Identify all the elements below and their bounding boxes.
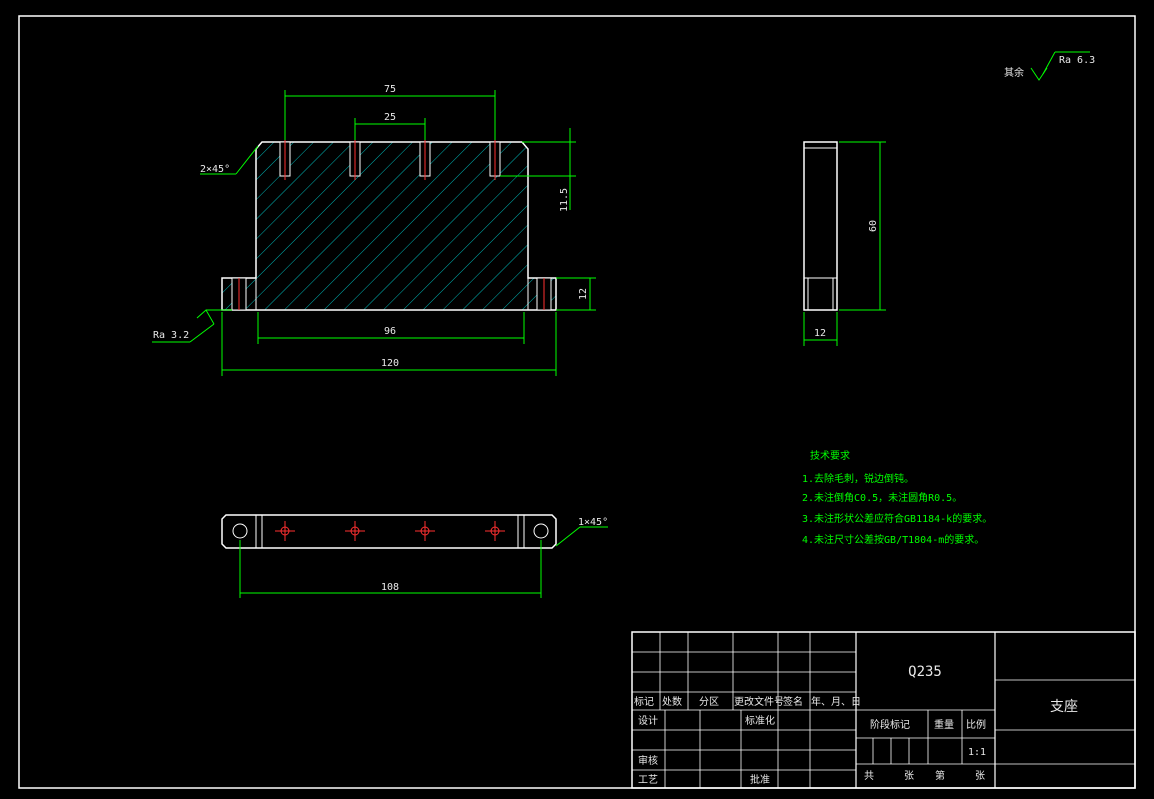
role-review: 审核 [638,754,658,767]
title-block-text: 标记 处数 分区 更改文件号 签名 年、月、日 设计 标准化 审核 工艺 批准 … [634,664,1078,786]
top-view: 108 1×45° [221,514,608,598]
rev-header-zone: 分区 [699,696,719,708]
weight-label: 重量 [934,718,954,731]
front-view: 75 25 2×45° 11.5 12 [152,84,596,376]
bottom-roughness-symbol [152,309,232,343]
sheet-unit-1: 张 [904,770,914,782]
tech-req-item: 2.未注倒角C0.5，未注圆角R0.5。 [802,491,962,504]
role-approve: 批准 [750,773,770,786]
rev-header-count: 处数 [662,695,682,708]
dim-hole-pitch-label: 25 [384,112,396,123]
dim-side-height [839,141,886,311]
top-hole-1 [279,138,291,180]
left-flange-hole [231,277,247,311]
dim-body-width-label: 96 [384,326,396,337]
dim-hole-depth [500,128,576,210]
roughness-value: Ra 6.3 [1059,55,1095,66]
technical-requirements: 技术要求 1.去除毛刺，锐边倒钝。 2.未注倒角C0.5，未注圆角R0.5。 3… [802,449,992,546]
stage-label: 阶段标记 [870,718,910,731]
top-chamfer-label: 1×45° [578,517,608,528]
tech-req-item: 3.未注形状公差应符合GB1184-k的要求。 [802,512,992,525]
dim-hole-span-label: 75 [384,84,396,95]
dim-overall-width [221,312,557,376]
dim-overall-width-label: 120 [381,358,399,369]
sheet-page: 第 [935,769,945,782]
front-body-hatch [222,142,556,310]
dim-side-height-label: 60 [868,220,879,232]
role-standardize: 标准化 [745,714,775,727]
top-hole-4 [489,138,501,180]
title-block [631,631,1136,789]
tech-req-item: 4.未注尺寸公差按GB/T1804-m的要求。 [802,533,984,546]
dim-hole-center-span [239,540,542,598]
role-design: 设计 [638,714,658,727]
sheet-unit-2: 张 [975,770,985,782]
right-flange-hole [536,277,552,311]
dim-side-thickness-label: 12 [814,328,826,339]
chamfer-label: 2×45° [200,164,230,175]
drawing-border [18,15,1136,789]
rev-header-mark: 标记 [634,696,654,708]
dim-hole-center-span-label: 108 [381,582,399,593]
part-name: 支座 [1050,699,1078,715]
chamfer-leader [200,145,259,175]
material: Q235 [908,664,942,680]
rev-header-doc: 更改文件号 [734,695,784,708]
top-chamfer-leader [555,526,608,547]
top-threaded-holes [275,521,505,541]
general-roughness-symbol: 其余 Ra 6.3 [1004,51,1095,81]
dim-flange-height [556,277,596,311]
top-hole-2 [349,138,361,180]
dim-hole-depth-label: 11.5 [559,188,570,212]
dim-hole-pitch [354,118,426,140]
dim-side-thickness [803,312,838,346]
tech-req-title: 技术要求 [810,449,850,462]
scale-label: 比例 [966,718,986,731]
bottom-roughness-value: Ra 3.2 [153,330,189,341]
role-process: 工艺 [638,774,658,786]
top-hole-3 [419,138,431,180]
top-right-mount-hole [533,523,549,539]
rev-header-sign: 签名 [783,695,803,708]
dim-body-width [257,312,525,344]
top-left-mount-hole [232,523,248,539]
sheet-total: 共 [864,770,874,782]
scale-value: 1:1 [968,747,986,758]
dim-flange-height-label: 12 [578,288,589,300]
rev-header-date: 年、月、日 [811,695,861,708]
roughness-label: 其余 [1004,66,1024,79]
side-view: 60 12 [803,141,886,346]
dim-hole-span [284,90,496,140]
tech-req-item: 1.去除毛刺，锐边倒钝。 [802,472,914,485]
